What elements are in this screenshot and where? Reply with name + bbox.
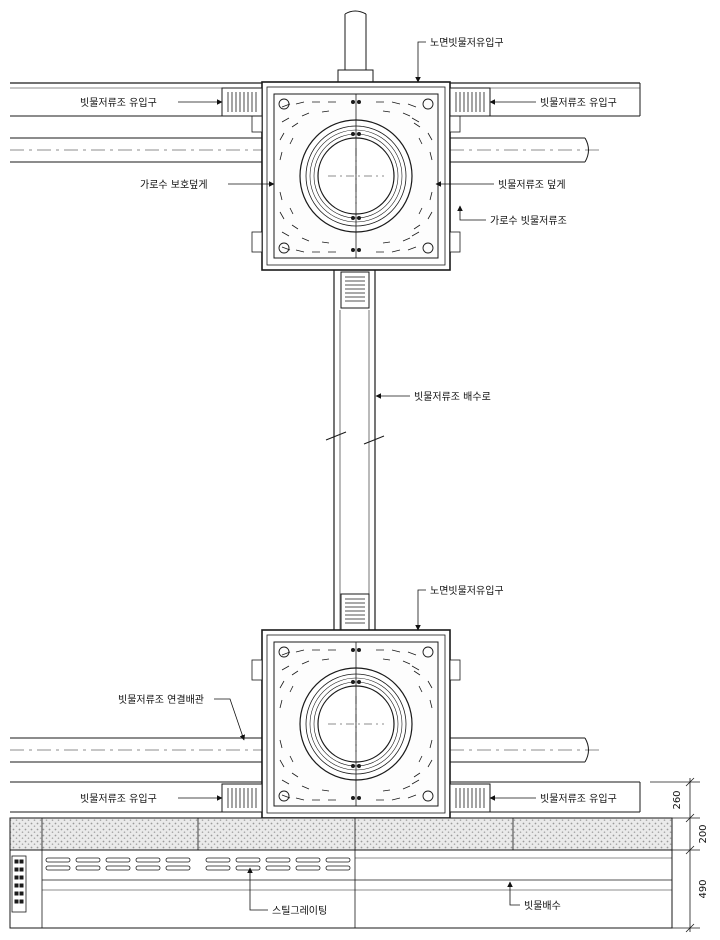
bottom-tank xyxy=(251,629,461,819)
bottom-inlet-left xyxy=(221,783,263,813)
top-inlet-right xyxy=(449,87,491,117)
label-tank-inlet-bottom-right: 빗물저류조 유입구 xyxy=(540,792,617,805)
label-steel-grating: 스틸그레이팅 xyxy=(272,904,327,917)
label-tank-inlet-top-right: 빗물저류조 유입구 xyxy=(540,96,617,109)
label-tank-cover: 빗물저류조 덮게 xyxy=(498,179,566,191)
leader-lines xyxy=(178,41,536,911)
ground-strip xyxy=(9,817,673,851)
label-road-inlet-bottom: 노면빗물저유입구 xyxy=(430,584,504,597)
dimension-260: 260 xyxy=(672,790,683,809)
label-road-inlet-top: 노면빗물저유입구 xyxy=(430,36,504,49)
top-tank xyxy=(251,81,461,271)
label-drain-channel: 빗물저류조 배수로 xyxy=(414,391,491,403)
drain-channel xyxy=(325,270,385,631)
dimension-200: 200 xyxy=(698,824,709,843)
label-tank-inlet-top-left: 빗물저류조 유입구 xyxy=(80,96,157,109)
label-tree-cover: 가로수 보호덮게 xyxy=(140,179,208,191)
label-connect-pipe: 빗물저류조 연결배관 xyxy=(118,694,204,706)
dimension-lines xyxy=(650,777,700,933)
bottom-pipe xyxy=(10,737,600,763)
label-tank-inlet-bottom-left: 빗물저류조 유입구 xyxy=(80,792,157,805)
top-vertical-pipe xyxy=(337,10,374,83)
label-tree-tank: 가로수 빗물저류조 xyxy=(490,215,567,227)
top-inlet-left xyxy=(221,87,263,117)
dimension-490: 490 xyxy=(698,879,709,898)
bottom-inlet-right xyxy=(449,783,491,813)
label-rain-drain: 빗물배수 xyxy=(524,900,561,912)
grating-strip xyxy=(9,849,673,929)
